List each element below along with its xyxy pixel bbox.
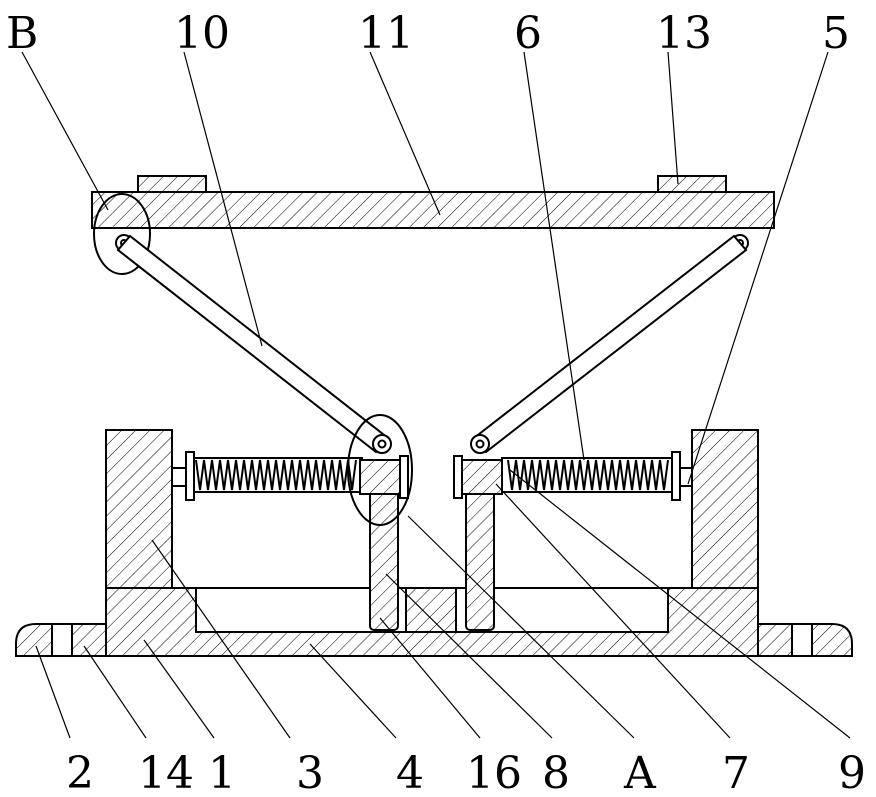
- label-3: 3: [296, 748, 324, 797]
- label-a: A: [623, 748, 657, 797]
- label-10: 10: [174, 8, 230, 59]
- label-11: 11: [358, 8, 414, 59]
- label-13: 13: [656, 8, 712, 59]
- rod-left-end: [186, 452, 194, 500]
- label-4: 4: [396, 748, 424, 797]
- label-5: 5: [822, 8, 850, 59]
- spring-left: [190, 458, 362, 492]
- label-1: 1: [208, 748, 236, 797]
- collar-left: [400, 456, 408, 498]
- label-14: 14: [138, 748, 194, 797]
- top-pad-left: [138, 176, 206, 192]
- mount-hole-left: [52, 624, 72, 656]
- slider-block-left: [360, 460, 400, 494]
- side-block-left: [106, 430, 172, 588]
- arm-left: [118, 236, 388, 452]
- bottom-pivot-right: [471, 435, 489, 453]
- side-block-right: [692, 430, 758, 588]
- label-b: B: [6, 8, 38, 59]
- label-6: 6: [514, 8, 542, 59]
- mount-hole-right: [792, 624, 812, 656]
- slider-right: [466, 482, 494, 630]
- collar-right: [454, 456, 462, 498]
- label-9: 9: [838, 748, 866, 797]
- top-pad-right: [658, 176, 726, 192]
- center-divider: [406, 588, 456, 632]
- bottom-pivot-left: [373, 435, 391, 453]
- label-16: 16: [466, 748, 522, 797]
- spring-right: [502, 458, 674, 492]
- label-7: 7: [722, 748, 750, 797]
- slider-left: [370, 482, 398, 630]
- slider-block-right: [462, 460, 502, 494]
- label-2: 2: [66, 748, 94, 797]
- label-8: 8: [542, 748, 570, 797]
- rod-right-end: [672, 452, 680, 500]
- arm-right: [474, 236, 746, 452]
